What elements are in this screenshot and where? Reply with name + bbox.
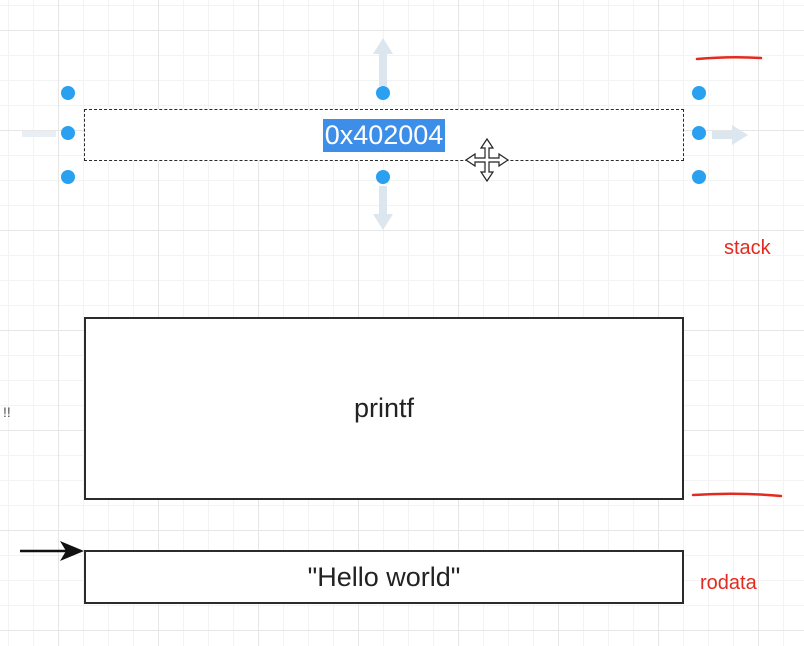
hello-world-label: "Hello world" <box>307 561 461 592</box>
connection-arrow-left-icon[interactable] <box>22 131 56 137</box>
hello-world-box[interactable]: "Hello world" <box>84 550 684 604</box>
pointer-value-text[interactable]: 0x402004 <box>322 118 446 152</box>
stack-annotation: stack <box>724 237 771 259</box>
resize-handle-top[interactable] <box>376 86 390 100</box>
connection-arrow-right-icon[interactable] <box>712 125 748 145</box>
connection-arrow-up-icon[interactable] <box>373 38 393 86</box>
arrowhead-icon <box>60 541 84 561</box>
resize-handle-bottom-right[interactable] <box>692 170 706 184</box>
resize-handle-bottom-left[interactable] <box>61 170 75 184</box>
connection-arrow-down-icon[interactable] <box>373 186 393 230</box>
rodata-annotation: rodata <box>700 572 757 594</box>
printf-box[interactable]: printf <box>84 317 684 500</box>
pointer-value-box[interactable]: 0x402004 <box>84 109 684 161</box>
resize-handle-top-right[interactable] <box>692 86 706 100</box>
resize-handle-bottom[interactable] <box>376 170 390 184</box>
resize-handle-right[interactable] <box>692 126 706 140</box>
resize-handle-top-left[interactable] <box>61 86 75 100</box>
stray-mark: !! <box>3 404 11 420</box>
printf-label: printf <box>353 393 415 423</box>
resize-handle-left[interactable] <box>61 126 75 140</box>
